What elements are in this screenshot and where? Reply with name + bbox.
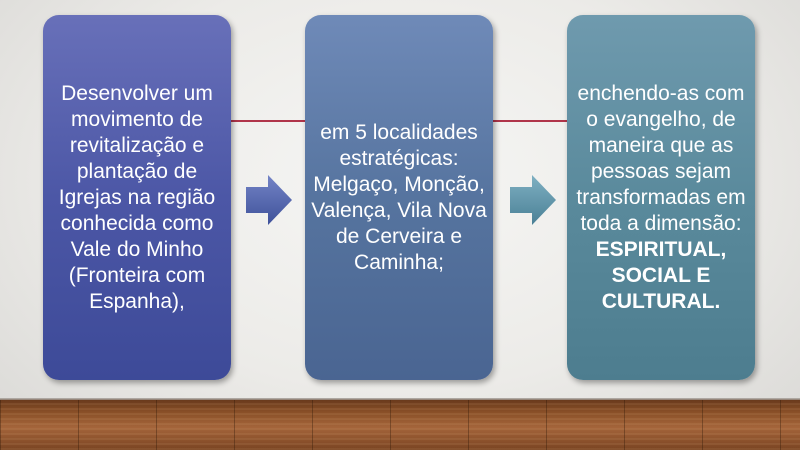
process-box-1: Desenvolver um movimento de revitalizaçã… <box>43 15 231 380</box>
arrow-right-icon <box>246 175 292 225</box>
process-box-2: em 5 localidades estratégicas: Melgaço, … <box>305 15 493 380</box>
arrow-right-icon <box>510 175 556 225</box>
process-box-3-text: enchendo-as com o evangelho, de maneira … <box>576 81 746 235</box>
process-box-3-emphasis: ESPIRITUAL, SOCIAL E CULTURAL. <box>595 237 727 313</box>
connector-line-2 <box>493 120 567 122</box>
wooden-floor <box>0 400 800 450</box>
process-box-2-text: em 5 localidades estratégicas: Melgaço, … <box>311 120 487 274</box>
process-box-1-text: Desenvolver um movimento de revitalizaçã… <box>58 81 216 313</box>
connector-line-1 <box>231 120 305 122</box>
process-box-3: enchendo-as com o evangelho, de maneira … <box>567 15 755 380</box>
